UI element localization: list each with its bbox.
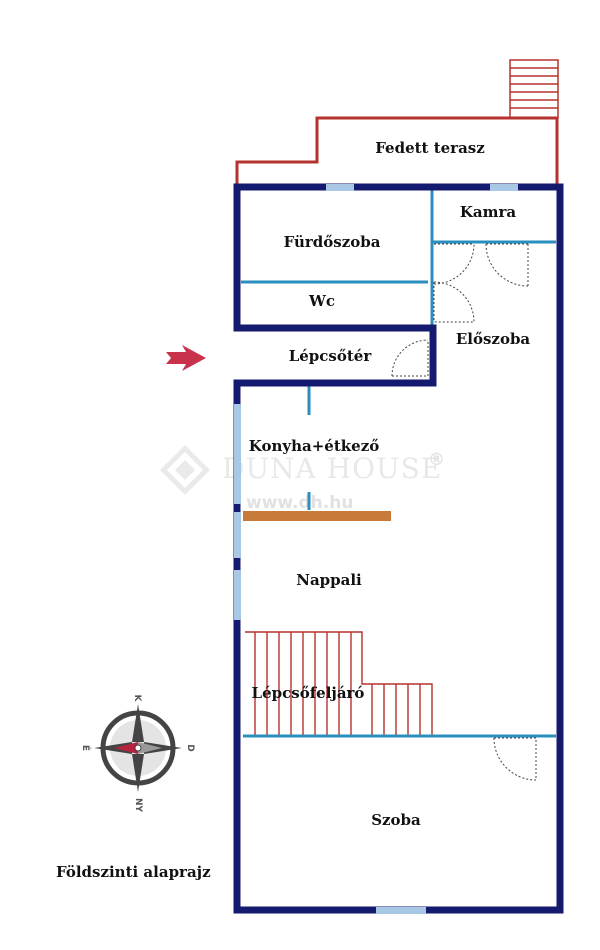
room-label-konyha-etkezo: Konyha+étkező: [249, 437, 379, 455]
room-label-fedett-terasz: Fedett terasz: [375, 139, 485, 157]
exterior-stairs: [509, 59, 559, 119]
door-lepcsoter: [391, 339, 429, 377]
room-label-wc: Wc: [308, 292, 335, 310]
entrance-arrow-icon: [166, 345, 206, 371]
room-label-szoba: Szoba: [371, 811, 421, 829]
room-label-kamra: Kamra: [460, 203, 517, 221]
compass-east-label: D: [185, 744, 195, 751]
watermark-url: www.dh.hu: [246, 493, 353, 513]
window-terrace-left: [326, 184, 354, 191]
windows: [234, 184, 518, 914]
interior-staircase: [245, 631, 433, 736]
compass-west-label: É: [80, 745, 92, 751]
window-terrace-right: [490, 184, 518, 191]
door-szoba: [493, 737, 537, 781]
door-kamra: [433, 243, 475, 285]
compass-north-label: K: [132, 695, 142, 703]
door-swings: [391, 243, 537, 781]
room-label-furdoszoba: Fürdőszoba: [284, 233, 381, 251]
door-closet: [485, 243, 529, 287]
compass-icon: K D NY É: [80, 695, 195, 813]
room-label-lepcsoter: Lépcsőtér: [289, 347, 373, 365]
terrace-outline: [235, 116, 559, 185]
window-nappali: [234, 570, 241, 620]
compass-south-label: NY: [133, 798, 143, 813]
duna-house-watermark: DUNA HOUSE ® www.dh.hu: [160, 445, 445, 513]
outer-walls: [233, 183, 564, 914]
window-kitchen-lower: [234, 512, 241, 558]
room-label-nappali: Nappali: [296, 571, 362, 589]
window-kitchen: [234, 404, 241, 504]
kitchen-counter: [243, 511, 391, 521]
watermark-brand: DUNA HOUSE: [222, 452, 442, 485]
window-szoba-bottom: [376, 907, 426, 914]
plan-caption: Földszinti alaprajz: [56, 863, 211, 881]
room-label-eloszoba: Előszoba: [456, 330, 531, 348]
door-fordo: [433, 281, 475, 323]
room-label-lepcsofeljaro: Lépcsőfeljáró: [252, 684, 365, 702]
duna-house-logo-icon: [160, 445, 210, 495]
watermark-registered: ®: [428, 450, 445, 470]
interior-walls: [241, 190, 556, 738]
